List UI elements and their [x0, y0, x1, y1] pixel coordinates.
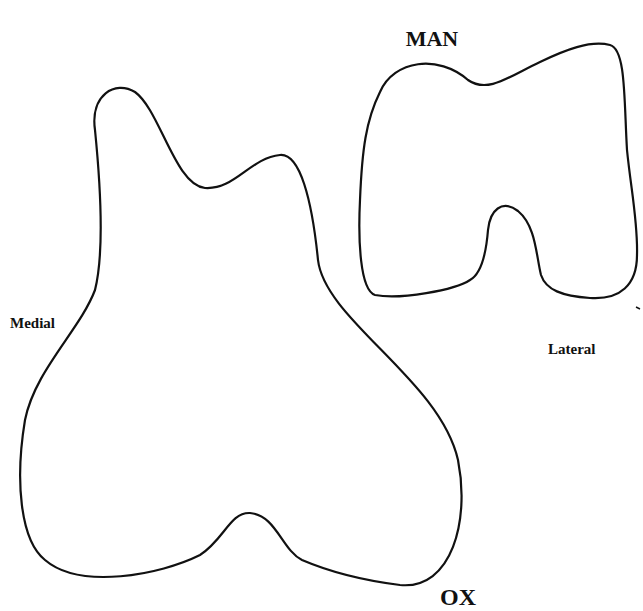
side-label: Medial: [10, 316, 55, 331]
species-label: MAN: [406, 28, 459, 50]
small-mark: [636, 307, 640, 309]
ox-outline: [20, 88, 461, 585]
side-label: Lateral: [548, 342, 595, 357]
man-outline: [359, 44, 637, 298]
species-label: OX: [440, 585, 476, 609]
